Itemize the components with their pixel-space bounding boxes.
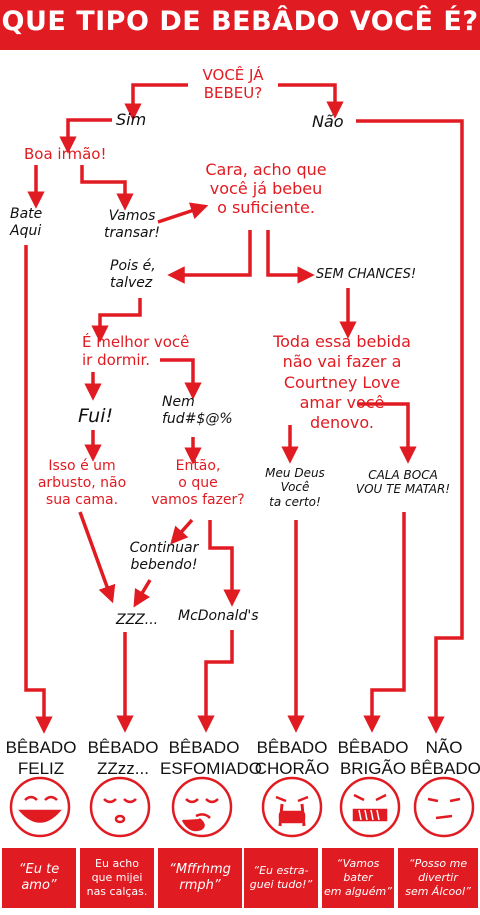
arrow-boa-to-vamos (80, 165, 134, 211)
quote-esfomiado: “Mffrhmg rmph” (169, 861, 231, 893)
arrow-bate-to-feliz (24, 245, 53, 734)
node-boa-irmao: Boa irmão! (24, 145, 107, 163)
quote-box-zzz: Eu acho que mijei nas calças. (80, 848, 154, 908)
arrow-to-sim (124, 83, 188, 121)
arrow-pois-to-melhor (91, 298, 142, 343)
node-melhor-dormir: É melhor você ir dormir. (82, 333, 190, 369)
result-label-feliz: BÊBADO FELIZ (5, 738, 77, 778)
node-meu-deus: Meu Deus Você ta certo! (265, 466, 325, 509)
node-nem-fud: Nem fud#$@% (162, 394, 233, 427)
node-arbusto: Isso é um arbusto, não sua cama. (37, 458, 127, 508)
quote-brigao: “Vamos bater em alguém” (324, 857, 392, 898)
arrow-entao-to-mcdonalds (208, 520, 241, 607)
sober-face-icon (413, 776, 475, 838)
arrow-cara-to-semchances (266, 230, 315, 284)
node-pois-e: Pois é, talvez (110, 258, 156, 291)
node-fui: Fui! (78, 405, 114, 427)
answer-sim: Sim (116, 110, 147, 129)
arrow-calaboca-to-brigao (363, 512, 406, 733)
quote-zzz: Eu acho que mijei nas calças. (86, 857, 148, 898)
arrow-melhor-to-nem (160, 358, 202, 400)
arrow-nao-to-naobebado (356, 119, 464, 734)
arrow-mcd-to-esfomiado (197, 630, 234, 733)
quote-box-brigao: “Vamos bater em alguém” (322, 848, 394, 908)
node-vamos-transar: Vamos transar! (104, 208, 160, 241)
arrow-cara-to-pois (167, 230, 252, 284)
result-label-chorao: BÊBADO CHORÃO (254, 738, 330, 778)
result-label-esfomiado: BÊBADO ESFOMIADO (160, 738, 263, 778)
arrow-entao-to-continuar (170, 518, 194, 545)
node-zzz: ZZZ... (116, 612, 159, 628)
quote-box-chorao: “Eu estra- guei tudo!” (244, 848, 318, 908)
quote-box-feliz: “Eu te amo” (2, 848, 76, 908)
node-bate-aqui: Bate Aqui (10, 206, 43, 239)
result-label-zzz: BÊBADO ZZzz... (87, 738, 159, 778)
result-label-brigao: BÊBADO BRIGÃO (337, 738, 409, 778)
node-cala-boca: CALA BOCA VOU TE MATAR! (355, 468, 451, 497)
quote-nao-bebado: “Posso me divertir sem Álcool” (405, 857, 471, 898)
happy-face-icon (9, 776, 71, 838)
node-sem-chances: SEM CHANCES! (316, 267, 417, 282)
node-toda-bebida: Toda essa bebida não vai fazer a Courtne… (273, 332, 411, 433)
quote-chorao: “Eu estra- guei tudo!” (249, 864, 313, 891)
quote-box-nao-bebado: “Posso me divertir sem Álcool” (398, 848, 478, 908)
arrow-sim-to-boa (59, 118, 112, 154)
question-drank: VOCÊ JÁ BEBEU? (202, 66, 264, 102)
crying-face-icon (261, 776, 323, 838)
node-cara-acho: Cara, acho que você já bebeu o suficient… (205, 160, 327, 218)
angry-face-icon (339, 776, 401, 838)
node-continuar: Continuar bebendo! (129, 540, 199, 573)
arrow-continuar-to-zzz (133, 579, 152, 608)
arrow-arbusto-to-zzz (78, 511, 116, 604)
quote-feliz: “Eu te amo” (18, 861, 60, 893)
result-label-nao-bebado: NÃO BÊBADO (410, 738, 480, 778)
quote-box-esfomiado: “Mffrhmg rmph” (158, 848, 242, 908)
node-entao: Então, o que vamos fazer? (151, 458, 245, 508)
title-bar: QUE TIPO DE BEBÂDO VOCÊ É? (0, 0, 480, 50)
arrow-to-nao (278, 83, 344, 119)
answer-nao: Não (312, 112, 344, 131)
sleepy-face-icon (89, 776, 151, 838)
node-mcdonalds: McDonald's (178, 608, 259, 624)
arrow-toda-to-calaboca (358, 402, 417, 464)
page-title: QUE TIPO DE BEBÂDO VOCÊ É? (1, 6, 479, 37)
arrow-vamos-to-cara (157, 202, 209, 224)
hungry-face-icon (171, 776, 233, 838)
